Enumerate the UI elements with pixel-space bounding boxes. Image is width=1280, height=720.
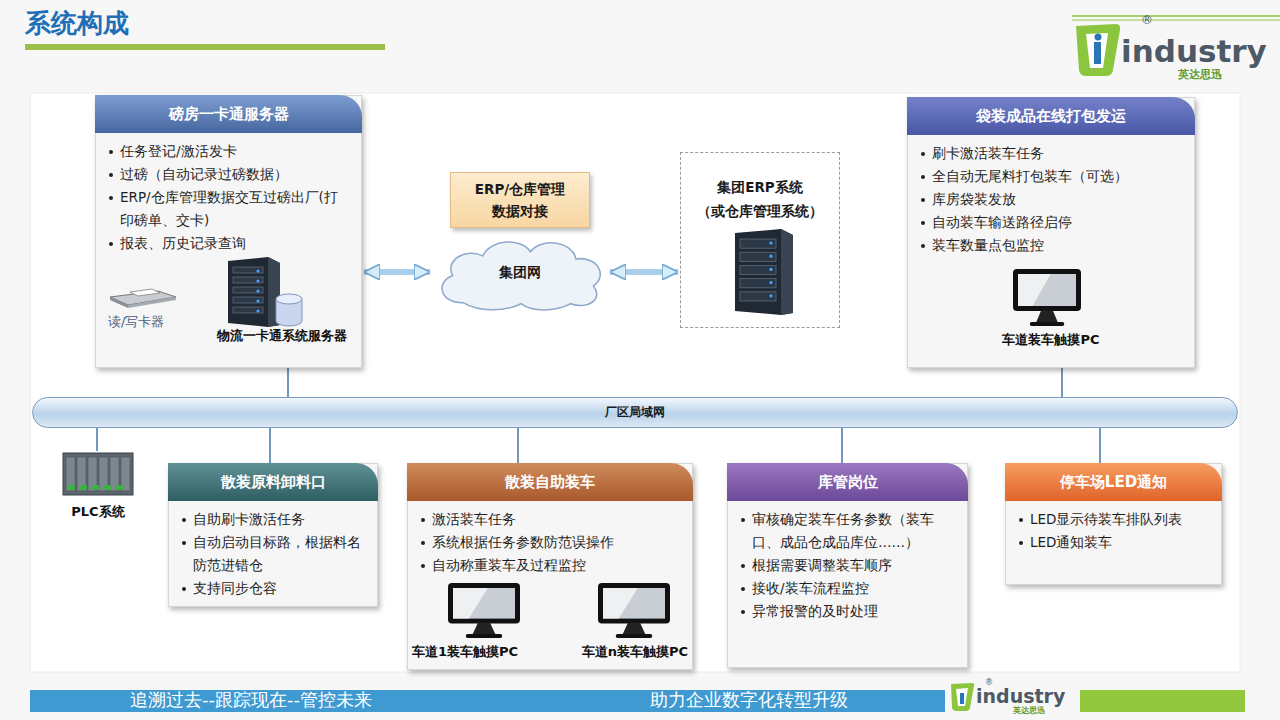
- bullet-item: 过磅（自动记录过磅数据）: [106, 163, 351, 186]
- device-name: PLC系统: [56, 503, 140, 521]
- touch-pc-icon: [1011, 267, 1083, 327]
- panel-header: 散装自助装车: [407, 463, 693, 501]
- bullet-item: 自动启动目标路，根据料名防范进错仓: [179, 531, 367, 577]
- interface-box: ERP/仓库管理 数据对接: [450, 172, 590, 228]
- double-arrow: [610, 269, 678, 275]
- erp-system-box: 集团ERP系统 （或仓库管理系统）: [680, 152, 840, 328]
- function-panel: 散装原料卸料口自助刷卡激活任务自动启动目标路，根据料名防范进错仓支持同步仓容: [168, 463, 378, 607]
- device-label: 车道装车触摸PC: [918, 333, 1184, 346]
- title-underline: [25, 44, 385, 50]
- logo-subtext: 英达思迅: [1013, 707, 1045, 715]
- panel-header: 袋装成品在线打包发运: [907, 97, 1195, 135]
- logo-text: industry: [976, 687, 1065, 706]
- card-reader-icon: [108, 279, 178, 309]
- bullet-item: 报表、历史记录查询: [106, 232, 351, 255]
- bullet-item: 激活装车任务: [418, 508, 682, 531]
- function-panel: 散装自助装车激活装车任务系统根据任务参数防范误操作自动称重装车及过程监控车道1装…: [407, 463, 693, 670]
- bullet-item: 刷卡激活装车任务: [918, 142, 1184, 165]
- page-title: 系统构成: [25, 10, 129, 36]
- bullet-item: 自动称重装车及过程监控: [418, 554, 682, 577]
- header-line: [1072, 15, 1280, 17]
- lan-bus: 厂区局域网: [32, 397, 1238, 428]
- interface-text: ERP/仓库管理 数据对接: [459, 178, 581, 222]
- network-link: [269, 428, 271, 463]
- bullet-item: 自助刷卡激活任务: [179, 508, 367, 531]
- function-panel: 停车场LED通知 LED显示待装车排队列表LED通知装车: [1005, 463, 1222, 585]
- bullet-item: 根据需要调整装车顺序: [738, 554, 957, 577]
- bullet-item: 库房袋装发放: [918, 188, 1184, 211]
- bullet-item: 审核确定装车任务参数（装车口、成品仓成品库位……）: [738, 508, 957, 554]
- database-icon: [274, 293, 304, 327]
- network-link: [1061, 368, 1063, 397]
- bullet-item: LED显示待装车排队列表: [1016, 508, 1211, 531]
- server-icon: [731, 227, 795, 315]
- diagram-panel: [30, 93, 1240, 672]
- network-link: [287, 368, 289, 397]
- footer-bar: [30, 690, 945, 712]
- network-name: 集团网: [499, 264, 541, 282]
- footer-slogan: 追溯过去--跟踪现在--管控未来: [130, 691, 372, 709]
- panel-header: 散装原料卸料口: [168, 463, 378, 501]
- panel-header: 停车场LED通知: [1005, 463, 1222, 501]
- logo-mark: [1076, 24, 1120, 76]
- touch-pc-icon: [596, 581, 672, 639]
- plc-device: PLC系统: [56, 451, 140, 521]
- logo-text: industry: [1121, 36, 1267, 67]
- bullet-item: 装车数量点包监控: [918, 234, 1184, 257]
- panel-header: 磅房一卡通服务器: [95, 95, 362, 133]
- device-label: 车道n装车触摸PC: [582, 645, 688, 658]
- registered-mark: ®: [985, 679, 993, 687]
- registered-mark: ®: [1141, 14, 1153, 26]
- header-line: [1072, 20, 1280, 21]
- double-arrow: [364, 269, 430, 275]
- device-label: 物流一卡通系统服务器: [217, 329, 347, 342]
- server-icon: [224, 255, 282, 327]
- device-label: 车道1装车触摸PC: [412, 645, 518, 658]
- bullet-item: ERP/仓库管理数据交互过磅出厂(打印磅单、交卡): [106, 186, 351, 232]
- device-label: 读/写卡器: [108, 315, 164, 328]
- touch-pc-icon: [446, 581, 522, 639]
- network-link: [96, 428, 98, 451]
- panel-header: 库管岗位: [727, 463, 968, 501]
- bullet-item: LED通知装车: [1016, 531, 1211, 554]
- function-panel: 袋装成品在线打包发运刷卡激活装车任务全自动无尾料打包装车（可选）库房袋装发放自动…: [907, 97, 1195, 368]
- bullet-item: 接收/装车流程监控: [738, 577, 957, 600]
- system-name: 集团ERP系统 （或仓库管理系统）: [689, 175, 831, 223]
- bus-name: 厂区局域网: [605, 404, 665, 421]
- bullet-item: 系统根据任务参数防范误操作: [418, 531, 682, 554]
- logo-mark: [951, 683, 974, 711]
- bullet-item: 异常报警的及时处理: [738, 600, 957, 623]
- plc-icon: [62, 451, 134, 497]
- logo-subtext: 英达思迅: [1178, 69, 1222, 80]
- network-cloud: 集团网: [432, 234, 608, 312]
- bullet-item: 任务登记/激活发卡: [106, 140, 351, 163]
- network-link: [517, 428, 519, 463]
- network-link: [841, 428, 843, 463]
- footer-bar: [1080, 690, 1245, 712]
- function-panel: 库管岗位审核确定装车任务参数（装车口、成品仓成品库位……）根据需要调整装车顺序接…: [727, 463, 968, 668]
- bullet-item: 自动装车输送路径启停: [918, 211, 1184, 234]
- bullet-item: 支持同步仓容: [179, 577, 367, 600]
- function-panel: 磅房一卡通服务器任务登记/激活发卡过磅（自动记录过磅数据）ERP/仓库管理数据交…: [95, 95, 362, 368]
- footer-slogan: 助力企业数字化转型升级: [650, 691, 848, 709]
- network-link: [1099, 428, 1101, 463]
- bullet-item: 全自动无尾料打包装车（可选）: [918, 165, 1184, 188]
